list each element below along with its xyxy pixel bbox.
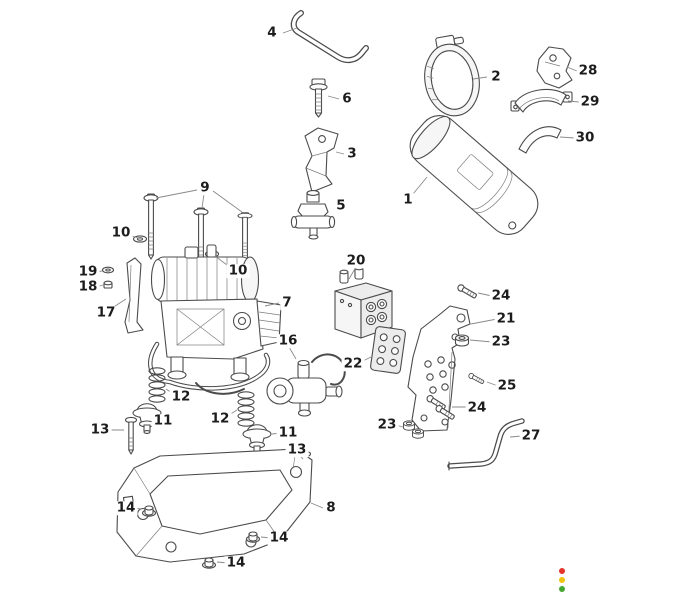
part-base-bracket-8 bbox=[116, 448, 313, 563]
part-compressor-7 bbox=[148, 244, 282, 395]
part-clip-18 bbox=[103, 280, 113, 289]
part-air-hose-4 bbox=[290, 10, 369, 64]
callout-part-25[interactable]: 25 bbox=[495, 377, 519, 394]
part-long-bolt-9-a bbox=[143, 193, 159, 260]
callout-part-18[interactable]: 18 bbox=[76, 278, 100, 295]
part-grommet-23-b bbox=[403, 420, 415, 431]
part-gasket-22 bbox=[370, 326, 406, 374]
callout-part-4[interactable]: 4 bbox=[265, 24, 279, 41]
callout-part-11-b[interactable]: 11 bbox=[276, 424, 300, 441]
callout-part-10-b[interactable]: 10 bbox=[226, 262, 250, 279]
callout-part-5[interactable]: 5 bbox=[334, 197, 348, 214]
part-spring-12-a bbox=[148, 367, 166, 403]
callout-part-21[interactable]: 21 bbox=[494, 310, 518, 327]
callout-part-24-a[interactable]: 24 bbox=[489, 287, 513, 304]
part-screw-25 bbox=[467, 372, 485, 386]
part-grommet-23-a bbox=[454, 334, 470, 347]
callout-part-14-b[interactable]: 14 bbox=[267, 529, 291, 546]
leader-lines bbox=[95, 27, 580, 564]
brand-indicator bbox=[559, 568, 565, 592]
callout-part-16[interactable]: 16 bbox=[276, 332, 300, 349]
callout-part-13-b[interactable]: 13 bbox=[285, 441, 309, 458]
part-clamp-band-2 bbox=[424, 34, 480, 117]
part-bolt-24-a bbox=[456, 283, 478, 300]
callout-part-24-b[interactable]: 24 bbox=[465, 399, 489, 416]
callout-part-13-a[interactable]: 13 bbox=[88, 421, 112, 438]
part-valve-block-20 bbox=[334, 265, 393, 339]
callout-part-23-a[interactable]: 23 bbox=[489, 333, 513, 350]
callout-part-20[interactable]: 20 bbox=[344, 252, 368, 269]
part-long-bolt-9-c bbox=[237, 212, 253, 264]
callout-part-19[interactable]: 19 bbox=[76, 263, 100, 280]
part-bracket-3 bbox=[304, 127, 339, 193]
part-mounting-bracket-21 bbox=[407, 305, 471, 432]
part-bracket-28 bbox=[536, 46, 573, 89]
part-grommet-23-c bbox=[412, 428, 424, 439]
brand-dot-red bbox=[559, 568, 565, 574]
callout-part-1[interactable]: 1 bbox=[401, 191, 415, 208]
part-clip-19 bbox=[101, 266, 115, 274]
callout-part-29[interactable]: 29 bbox=[578, 93, 602, 110]
callout-part-6[interactable]: 6 bbox=[340, 90, 354, 107]
part-clamp-half-29 bbox=[510, 88, 573, 113]
part-spring-12-b bbox=[237, 391, 255, 427]
callout-part-22[interactable]: 22 bbox=[341, 355, 365, 372]
callout-part-12-b[interactable]: 12 bbox=[208, 410, 232, 427]
part-bolt-13-a bbox=[124, 416, 138, 455]
part-formed-tube-27 bbox=[447, 418, 525, 471]
part-bolt-6 bbox=[309, 78, 328, 118]
callout-part-23-b[interactable]: 23 bbox=[375, 416, 399, 433]
callout-part-10-a[interactable]: 10 bbox=[109, 224, 133, 241]
callout-part-14-a[interactable]: 14 bbox=[114, 499, 138, 516]
callout-part-11-a[interactable]: 11 bbox=[151, 412, 175, 429]
brand-dot-yellow bbox=[559, 577, 565, 583]
callout-part-12-a[interactable]: 12 bbox=[169, 388, 193, 405]
part-retainer-17 bbox=[124, 257, 144, 334]
part-air-tank-1 bbox=[409, 115, 539, 235]
callout-part-9[interactable]: 9 bbox=[198, 179, 212, 196]
part-valve-5 bbox=[290, 190, 336, 240]
callout-part-2[interactable]: 2 bbox=[489, 68, 503, 85]
callout-part-8[interactable]: 8 bbox=[324, 499, 338, 516]
part-strap-30 bbox=[518, 126, 562, 154]
part-nut-14-c bbox=[201, 557, 217, 569]
callout-part-27[interactable]: 27 bbox=[519, 427, 543, 444]
part-pressure-unit-16 bbox=[266, 353, 346, 417]
callout-part-28[interactable]: 28 bbox=[576, 62, 600, 79]
callout-part-14-c[interactable]: 14 bbox=[224, 554, 248, 571]
callout-part-7[interactable]: 7 bbox=[280, 294, 294, 311]
callout-part-30[interactable]: 30 bbox=[573, 129, 597, 146]
callout-part-3[interactable]: 3 bbox=[345, 145, 359, 162]
brand-dot-green bbox=[559, 586, 565, 592]
callout-part-17[interactable]: 17 bbox=[94, 304, 118, 321]
